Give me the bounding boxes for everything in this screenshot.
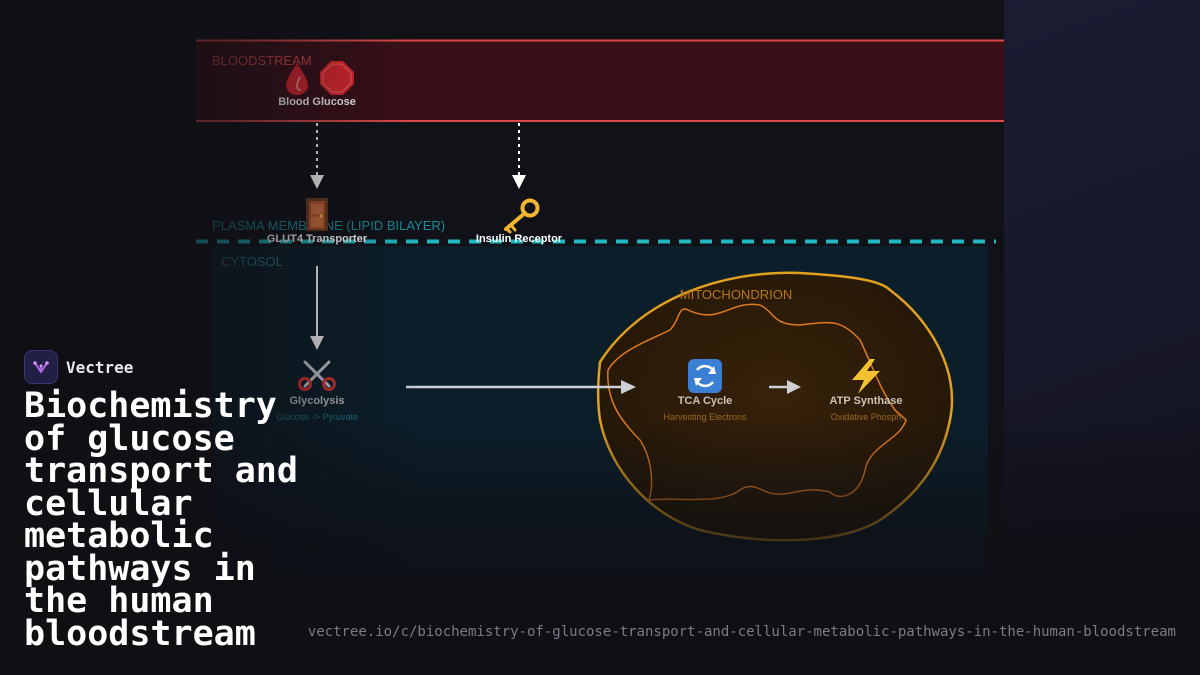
door-icon [306, 198, 328, 231]
brand[interactable]: Vectree [24, 350, 133, 384]
cycle-arrows-icon [688, 359, 722, 393]
atp-synthase-sublabel: Oxidative Phosph [831, 412, 902, 422]
page-title: Biochemistry of glucose transport and ce… [24, 386, 298, 654]
glut4-label: GLUT4 Transporter [267, 233, 368, 245]
brand-name: Vectree [66, 357, 134, 377]
insulin-receptor-label: Insulin Receptor [476, 233, 563, 245]
bloodstream-compartment: BLOODSTREAM [196, 39, 1004, 122]
mitochondrion-label: MITOCHONDRION [680, 287, 792, 302]
cytosol-label: CYTOSOL [221, 254, 283, 269]
membrane-label: PLASMA MEMBRANE (LIPID BILAYER) [212, 218, 445, 233]
source-url[interactable]: vectree.io/c/biochemistry-of-glucose-tra… [307, 624, 1176, 640]
blood-glucose-label: Blood Glucose [278, 96, 356, 108]
tca-cycle-sublabel: Harvesting Electrons [663, 412, 747, 422]
tca-cycle-label: TCA Cycle [678, 395, 733, 407]
vectree-logo-icon [24, 350, 58, 384]
atp-synthase-label: ATP Synthase [830, 395, 903, 407]
